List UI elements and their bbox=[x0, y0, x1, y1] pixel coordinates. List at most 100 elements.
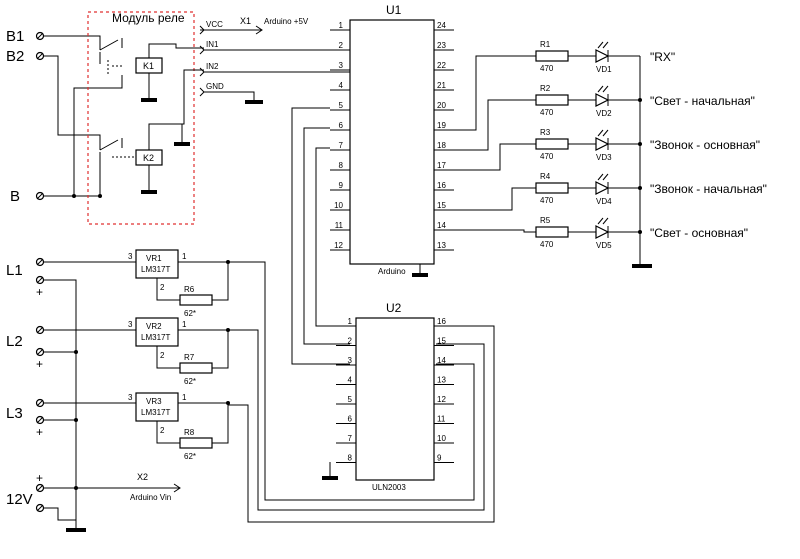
led-icon bbox=[595, 49, 610, 63]
u2-pin-number: 11 bbox=[437, 415, 446, 424]
resistor bbox=[535, 94, 569, 106]
u1-pin-number: 2 bbox=[339, 41, 344, 50]
u2-pin-number: 16 bbox=[437, 317, 446, 326]
plus-sign: + bbox=[36, 357, 43, 371]
resistor bbox=[535, 50, 569, 62]
regulator-ref: VR1 bbox=[146, 254, 162, 263]
led-ref: VD1 bbox=[596, 65, 612, 74]
resistor-ref: R5 bbox=[540, 216, 551, 225]
u2-pin-number: 8 bbox=[348, 454, 353, 463]
terminal-label: L2 bbox=[6, 333, 23, 350]
regulator-part: LM317T bbox=[141, 408, 170, 417]
terminal-b1: B1 bbox=[6, 28, 45, 45]
terminal-b-label: B bbox=[10, 188, 20, 205]
connector-x1-ref: X1 bbox=[240, 16, 251, 26]
led-function-label: "Звонок - начальная" bbox=[650, 182, 767, 196]
u2-pin-number: 15 bbox=[437, 337, 446, 346]
resistor-value: 470 bbox=[540, 240, 554, 249]
regulator-pin: 2 bbox=[160, 426, 165, 435]
connector-x1-label: Arduino +5V bbox=[264, 17, 309, 26]
resistor-ref: R4 bbox=[540, 172, 551, 181]
u1-pin-number: 8 bbox=[339, 161, 344, 170]
u1-pin-number: 6 bbox=[339, 121, 344, 130]
u2-pin-number: 1 bbox=[348, 317, 353, 326]
resistor bbox=[535, 138, 569, 150]
terminal-b2: B2 bbox=[6, 48, 45, 65]
u1-pin-number: 9 bbox=[339, 181, 344, 190]
led-ref: VD3 bbox=[596, 153, 612, 162]
regulator-pin: 3 bbox=[128, 252, 133, 261]
terminal-b2-label: B2 bbox=[6, 48, 24, 65]
u1-pin-number: 20 bbox=[437, 101, 446, 110]
u2-pin-number: 4 bbox=[348, 376, 353, 385]
resistor-ref: R2 bbox=[540, 84, 551, 93]
resistor-value: 62* bbox=[184, 452, 196, 461]
regulator-body bbox=[135, 392, 179, 422]
u1-pin-number: 24 bbox=[437, 21, 446, 30]
u2-pin-number: 13 bbox=[437, 376, 446, 385]
u2-pin-number: 9 bbox=[437, 454, 442, 463]
pin-vcc-label: VCC bbox=[206, 20, 223, 29]
relay-k1-coil: K1 bbox=[135, 43, 204, 102]
u2-pin-number: 6 bbox=[348, 415, 353, 424]
regulator-pin: 3 bbox=[128, 320, 133, 329]
u2-body bbox=[355, 317, 435, 481]
regulator-body bbox=[135, 249, 179, 279]
u2-pin-number: 5 bbox=[348, 395, 353, 404]
u1-ref: U1 bbox=[386, 3, 402, 17]
regulator-part: LM317T bbox=[141, 265, 170, 274]
relay-k1-label: K1 bbox=[143, 61, 154, 71]
led-function-label: "Свет - начальная" bbox=[650, 94, 755, 108]
resistor-ref: R1 bbox=[540, 40, 551, 49]
regulator-ref: VR3 bbox=[146, 397, 162, 406]
u2-pin-number: 2 bbox=[348, 337, 353, 346]
u1-pin-number: 22 bbox=[437, 61, 446, 70]
connector-x2-ref: X2 bbox=[137, 472, 148, 482]
plus-sign: + bbox=[36, 425, 43, 439]
terminal-l2: L2 + bbox=[6, 325, 76, 371]
pin-gnd-label: GND bbox=[206, 82, 224, 91]
relay-module-title: Модуль реле bbox=[112, 11, 185, 25]
terminal-12v: +12V bbox=[6, 471, 76, 521]
u1-pin-number: 7 bbox=[339, 141, 344, 150]
u1-pin-number: 1 bbox=[339, 21, 344, 30]
led-icon bbox=[595, 137, 610, 151]
led-icon bbox=[595, 93, 610, 107]
u1-pin-number: 18 bbox=[437, 141, 446, 150]
plus-sign: + bbox=[36, 285, 43, 299]
u2-ref: U2 bbox=[386, 301, 402, 315]
resistor bbox=[179, 437, 213, 449]
led-function-label: "Звонок - основная" bbox=[650, 138, 760, 152]
regulator-part: LM317T bbox=[141, 333, 170, 342]
relay-k2-contact bbox=[99, 138, 136, 170]
resistor-value: 470 bbox=[540, 152, 554, 161]
resistor-value: 62* bbox=[184, 377, 196, 386]
u1-pin-number: 13 bbox=[437, 241, 446, 250]
regulator-pin: 2 bbox=[160, 351, 165, 360]
terminal-label: 12V bbox=[6, 491, 33, 508]
u1-pin-number: 21 bbox=[437, 81, 446, 90]
u2-pin-number: 10 bbox=[437, 434, 446, 443]
u1-body bbox=[349, 19, 435, 265]
u1-pin-number: 4 bbox=[339, 81, 344, 90]
resistor-value: 470 bbox=[540, 196, 554, 205]
regulator-pin: 1 bbox=[182, 320, 187, 329]
pin-in1-label: IN1 bbox=[206, 40, 219, 49]
u1-name: Arduino bbox=[378, 267, 406, 276]
pin-in2-label: IN2 bbox=[206, 62, 219, 71]
relay-module-pins: VCC IN1 IN2 GND bbox=[199, 20, 350, 104]
